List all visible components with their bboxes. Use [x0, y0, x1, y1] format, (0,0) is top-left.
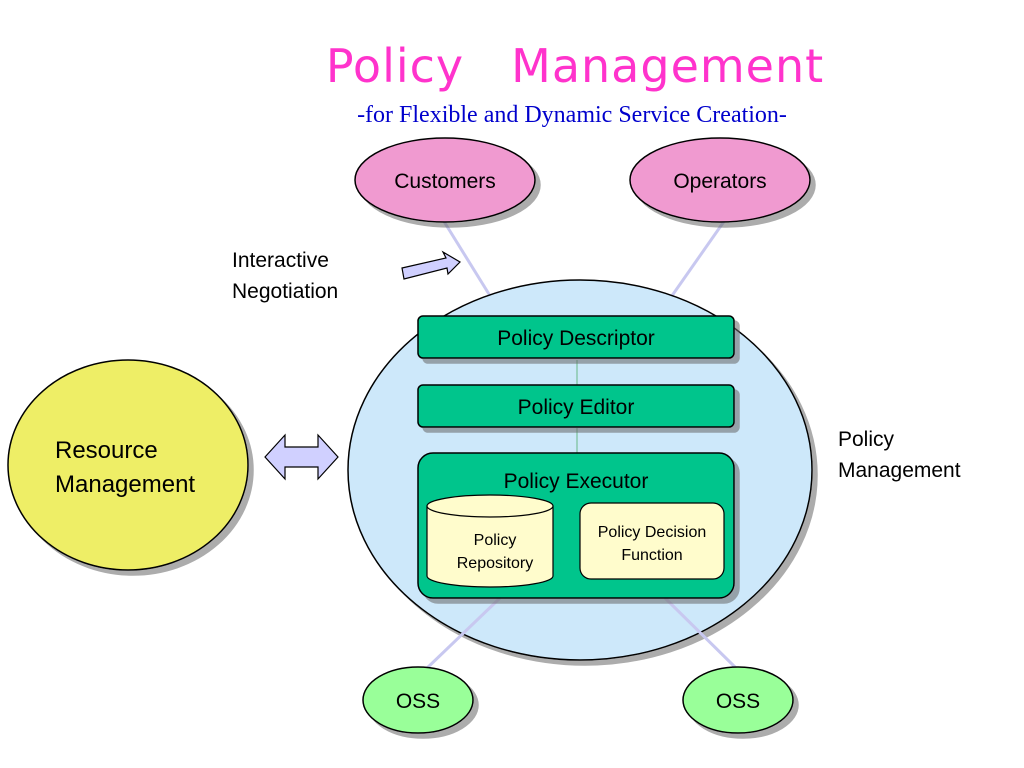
policy-decision-label-line1: Policy Decision: [598, 524, 706, 541]
bidirectional-arrow-icon: [264, 433, 339, 481]
resource-management-node: Resource Management: [7, 359, 249, 571]
policy-repository-label-line2: Repository: [457, 555, 533, 572]
policy-decision-label-line2: Function: [621, 547, 682, 564]
policy-editor-box: Policy Editor: [417, 384, 735, 428]
customers-node: Customers: [354, 137, 536, 223]
oss-left-label: OSS: [396, 690, 440, 713]
policy-decision-function-box: Policy Decision Function: [579, 502, 725, 580]
policy-editor-label: Policy Editor: [518, 396, 635, 419]
connector-oss-left: [423, 596, 502, 672]
policy-repository-cylinder: Policy Repository: [426, 494, 554, 588]
policy-management-side-line1: Policy: [838, 428, 895, 451]
oss-left-node: OSS: [362, 666, 474, 734]
customers-label: Customers: [394, 170, 496, 193]
policy-executor-box: Policy Executor Policy Repository Policy…: [417, 452, 735, 599]
resource-management-label-line1: Resource: [55, 437, 158, 464]
interactive-negotiation-line1: Interactive: [232, 249, 329, 272]
policy-executor-label: Policy Executor: [504, 470, 649, 493]
oss-right-node: OSS: [682, 666, 794, 734]
policy-management-side-line2: Management: [838, 459, 961, 482]
operators-label: Operators: [673, 170, 766, 193]
page-subtitle: -for Flexible and Dynamic Service Creati…: [357, 102, 787, 128]
resource-management-label-line2: Management: [55, 471, 195, 498]
page-title: Policy Management: [325, 39, 825, 93]
oss-right-label: OSS: [716, 690, 760, 713]
policy-descriptor-label: Policy Descriptor: [497, 327, 655, 350]
interactive-negotiation-line2: Negotiation: [232, 280, 339, 303]
policy-management-side-label: Policy Management: [838, 424, 961, 486]
operators-node: Operators: [629, 137, 811, 223]
policy-descriptor-box: Policy Descriptor: [417, 315, 735, 359]
policy-repository-label-line1: Policy: [474, 532, 517, 549]
interactive-negotiation-label: Interactive Negotiation: [232, 245, 338, 307]
negotiation-arrow-icon: [401, 250, 461, 280]
connector-oss-right: [663, 596, 740, 672]
